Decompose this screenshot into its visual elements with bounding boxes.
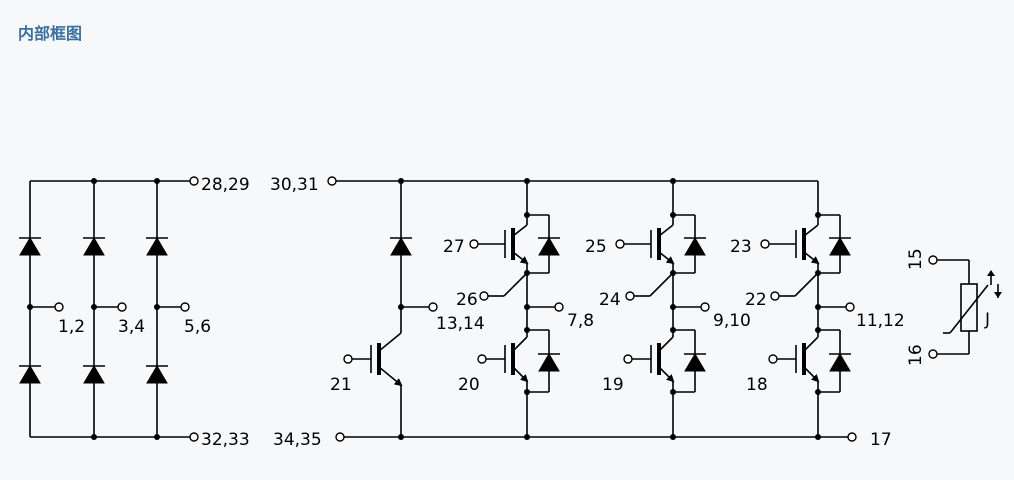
label-34-35: 34,35: [273, 430, 322, 450]
label-32-33: 32,33: [201, 430, 250, 450]
label-20: 20: [458, 375, 480, 395]
label-19: 19: [602, 375, 624, 395]
label-23: 23: [730, 237, 752, 257]
terminal-16: [928, 349, 938, 359]
terminal-21: [343, 354, 353, 364]
inverter-rails: [327, 176, 857, 442]
diode-lower-3: [146, 365, 168, 384]
label-13-14: 13,14: [436, 314, 485, 334]
terminal-22: [770, 291, 780, 301]
label-26: 26: [456, 290, 478, 310]
label-24: 24: [599, 290, 621, 310]
label-28-29: 28,29: [201, 175, 250, 195]
terminal-5-6: [180, 302, 190, 312]
terminal-17: [847, 432, 857, 442]
diode-lower-1: [19, 365, 41, 384]
terminal-9-10: [700, 302, 710, 312]
diagram-title: 内部框图: [18, 24, 83, 43]
label-3-4: 3,4: [118, 317, 145, 337]
pin-labels: 28,29 30,31 32,33 34,35 1,2 3,4 5,6 13,1…: [58, 175, 990, 450]
terminal-32-33: [189, 432, 199, 442]
phase-leg-3: [760, 181, 855, 437]
label-11-12: 11,12: [856, 311, 905, 331]
label-1-2: 1,2: [58, 317, 85, 337]
terminal-13-14: [428, 302, 438, 312]
terminal-1-2: [54, 302, 64, 312]
phase-leg-2: [615, 181, 710, 437]
label-9-10: 9,10: [713, 311, 751, 331]
terminal-24: [625, 291, 635, 301]
terminal-11-12: [845, 302, 855, 312]
diode-upper-3: [146, 237, 168, 256]
label-18: 18: [746, 375, 768, 395]
terminal-30-31: [327, 176, 337, 186]
brake-chopper: [343, 181, 438, 437]
label-5-6: 5,6: [184, 317, 211, 337]
terminal-3-4: [117, 302, 127, 312]
label-25: 25: [585, 237, 607, 257]
label-thermistor: J: [984, 310, 990, 330]
terminal-28-29: [189, 176, 199, 186]
label-16: 16: [906, 344, 926, 366]
label-27: 27: [443, 237, 465, 257]
terminal-26: [479, 291, 489, 301]
label-30-31: 30,31: [270, 175, 319, 195]
label-15: 15: [906, 248, 926, 270]
terminal-34-35: [335, 432, 345, 442]
rectifier-bridge: [19, 176, 199, 442]
terminal-19: [623, 354, 633, 364]
phase-leg-1: [469, 181, 564, 437]
label-7-8: 7,8: [567, 311, 594, 331]
terminal-25: [615, 239, 625, 249]
terminal-7-8: [554, 302, 564, 312]
thermistor: [928, 255, 1002, 359]
terminal-18: [768, 354, 778, 364]
label-21: 21: [330, 375, 352, 395]
terminal-27: [469, 239, 479, 249]
diode-upper-2: [83, 237, 105, 256]
label-22: 22: [745, 290, 767, 310]
diode-upper-1: [19, 237, 41, 256]
terminal-23: [760, 239, 770, 249]
diode-lower-2: [83, 365, 105, 384]
terminal-20: [477, 354, 487, 364]
label-17: 17: [870, 430, 892, 450]
terminal-15: [928, 255, 938, 265]
